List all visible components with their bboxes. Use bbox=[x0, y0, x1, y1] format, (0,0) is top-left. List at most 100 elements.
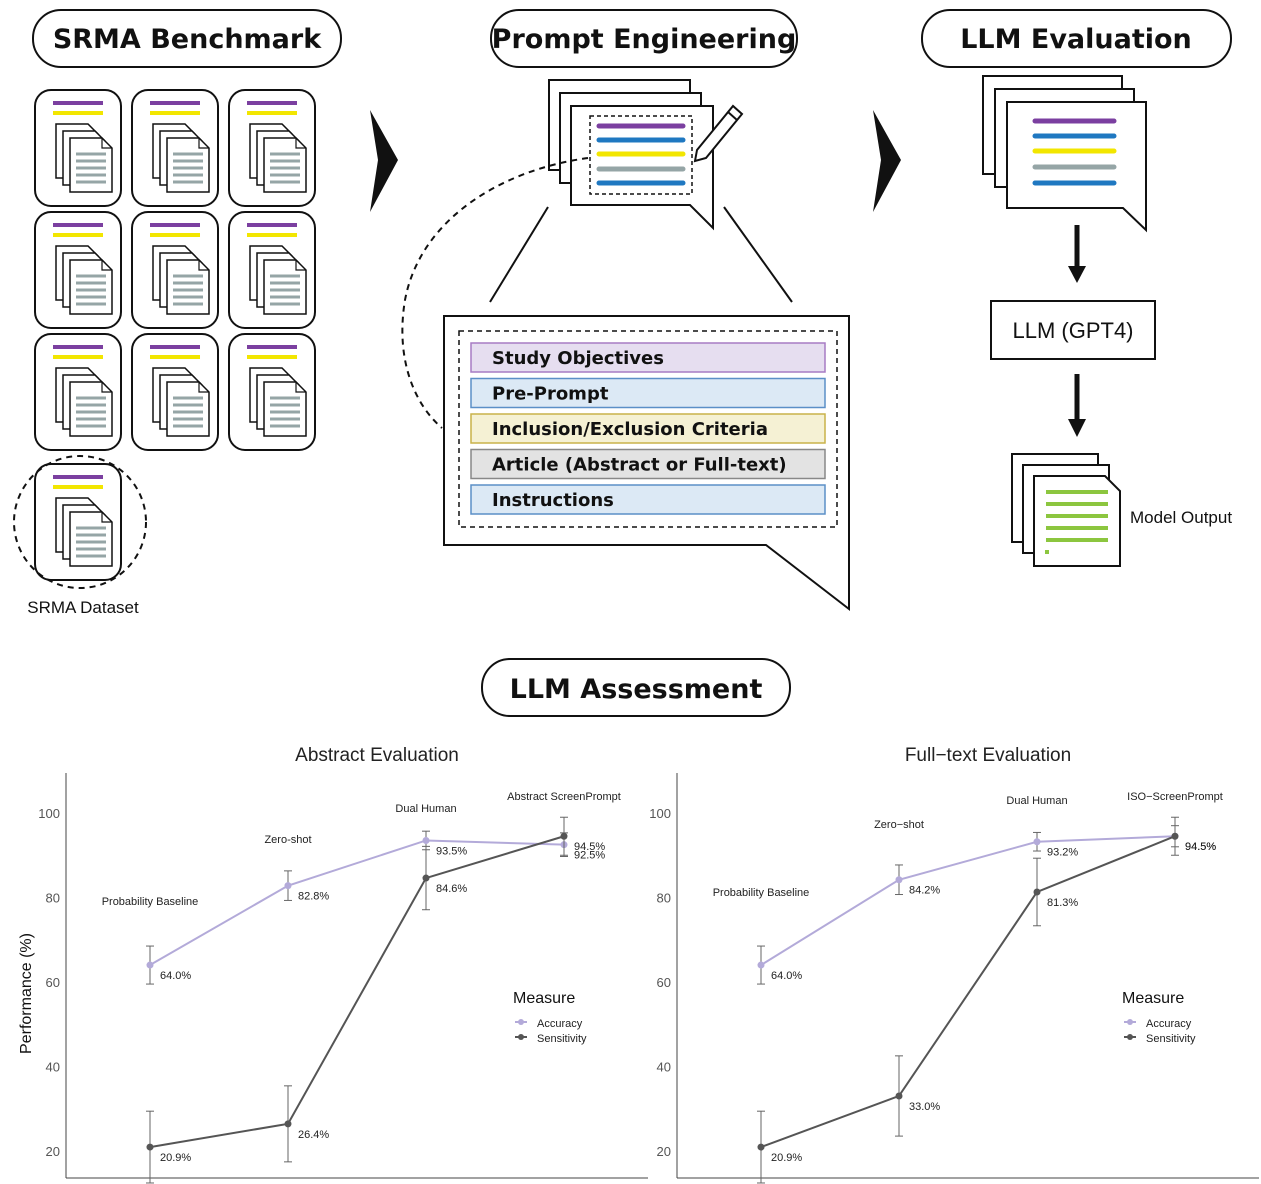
legend-marker bbox=[518, 1019, 524, 1025]
prompt-component: Instructions bbox=[470, 484, 826, 515]
data-point bbox=[284, 882, 292, 890]
prompt-components: Study ObjectivesPre-PromptInclusion/Excl… bbox=[470, 342, 826, 515]
document-card-icon bbox=[131, 333, 219, 451]
prompt-component-label: Pre-Prompt bbox=[492, 384, 609, 405]
prompt-engineering-pill: Prompt Engineering bbox=[490, 9, 798, 68]
legend-item: Accuracy bbox=[1146, 1018, 1192, 1030]
data-point bbox=[895, 876, 903, 884]
legend-marker bbox=[1127, 1034, 1133, 1040]
document-card-icon bbox=[228, 89, 316, 207]
chart-title: Full−text Evaluation bbox=[905, 745, 1071, 766]
down-arrow-1 bbox=[1068, 225, 1086, 283]
category-label: Probability Baseline bbox=[713, 887, 810, 899]
y-tick-label: 40 bbox=[46, 1059, 60, 1074]
legend-item: Sensitivity bbox=[1146, 1033, 1196, 1045]
prompt-stack-icon bbox=[548, 79, 714, 231]
down-arrow-2 bbox=[1068, 374, 1086, 437]
data-point bbox=[757, 1143, 765, 1151]
data-point bbox=[1171, 832, 1179, 840]
flow-chevron-2 bbox=[873, 110, 901, 212]
document-card-icon bbox=[228, 333, 316, 451]
document-card-icon bbox=[34, 211, 122, 329]
llm-evaluation-title: LLM Evaluation bbox=[960, 24, 1192, 55]
series-line bbox=[149, 839, 565, 966]
data-label: 93.5% bbox=[436, 845, 467, 857]
document-card-icon bbox=[34, 463, 122, 581]
legend-marker bbox=[518, 1034, 524, 1040]
data-label: 94.5% bbox=[1185, 841, 1216, 853]
prompt-component-label: Study Objectives bbox=[492, 348, 664, 369]
data-label: 94.5% bbox=[1185, 841, 1216, 853]
data-point bbox=[146, 961, 154, 969]
prompt-component: Study Objectives bbox=[470, 342, 826, 373]
data-label: 93.2% bbox=[1047, 847, 1078, 859]
y-tick-label: 100 bbox=[649, 806, 671, 821]
data-point bbox=[560, 832, 568, 840]
data-point bbox=[757, 961, 765, 969]
dataset-grid bbox=[34, 89, 316, 581]
y-tick-label: 60 bbox=[657, 975, 671, 990]
data-label: 20.9% bbox=[160, 1152, 191, 1164]
fulltext-evaluation-chart: Full−text Evaluation 20 40 60 80 100Probabili… bbox=[649, 745, 1259, 1184]
dataset-label: SRMA Dataset bbox=[27, 598, 139, 617]
category-label: Zero-shot bbox=[264, 834, 311, 846]
y-tick-label: 100 bbox=[38, 806, 60, 821]
pencil-icon bbox=[693, 104, 744, 163]
series-line bbox=[760, 835, 1176, 966]
data-label: 84.6% bbox=[436, 883, 467, 895]
evaluation-stack-icon bbox=[982, 75, 1147, 233]
legend-item: Accuracy bbox=[537, 1018, 583, 1030]
y-tick-label: 40 bbox=[657, 1059, 671, 1074]
dataset-highlight-circle bbox=[13, 455, 147, 589]
data-point bbox=[1033, 888, 1041, 896]
data-label: 33.0% bbox=[909, 1101, 940, 1113]
llm-model-box bbox=[990, 300, 1156, 360]
data-label: 84.2% bbox=[909, 885, 940, 897]
legend-title: Measure bbox=[513, 990, 575, 1007]
data-label: 81.3% bbox=[1047, 897, 1078, 909]
document-card-icon bbox=[34, 333, 122, 451]
y-tick-label: 80 bbox=[657, 890, 671, 905]
prompt-dashed-frame bbox=[458, 330, 838, 528]
llm-model-label: LLM (GPT4) bbox=[1012, 318, 1133, 343]
model-output-icon bbox=[1011, 453, 1121, 567]
document-card-icon bbox=[228, 211, 316, 329]
data-point bbox=[422, 836, 430, 844]
dashed-connector bbox=[401, 157, 589, 429]
data-label: 94.5% bbox=[574, 841, 605, 853]
series-line bbox=[149, 835, 565, 1149]
flow-chevron-1 bbox=[370, 110, 398, 212]
category-label: Dual Human bbox=[1006, 795, 1067, 807]
y-axis-label: Performance (%) bbox=[18, 933, 35, 1054]
category-label: Abstract ScreenPrompt bbox=[507, 791, 621, 803]
category-label: Zero−shot bbox=[874, 819, 924, 831]
data-label: 92.5% bbox=[574, 850, 605, 862]
data-point bbox=[895, 1092, 903, 1100]
category-label: Probability Baseline bbox=[102, 896, 199, 908]
legend-marker bbox=[1127, 1019, 1133, 1025]
llm-assessment-title: LLM Assessment bbox=[510, 674, 763, 705]
data-label: 26.4% bbox=[298, 1129, 329, 1141]
y-tick-label: 60 bbox=[46, 975, 60, 990]
document-card-icon bbox=[34, 89, 122, 207]
prompt-component: Article (Abstract or Full-text) bbox=[470, 448, 826, 480]
prompt-engineering-title: Prompt Engineering bbox=[492, 24, 797, 55]
category-label: ISO−ScreenPrompt bbox=[1127, 791, 1223, 803]
document-card-icon bbox=[131, 89, 219, 207]
data-label: 64.0% bbox=[771, 970, 802, 982]
legend-title: Measure bbox=[1122, 990, 1184, 1007]
prompt-component: Inclusion/Exclusion Criteria bbox=[470, 413, 826, 444]
srma-benchmark-title: SRMA Benchmark bbox=[53, 24, 322, 55]
prompt-component: Pre-Prompt bbox=[470, 377, 826, 409]
prompt-component-label: Inclusion/Exclusion Criteria bbox=[492, 419, 768, 440]
data-point bbox=[1033, 838, 1041, 846]
data-label: 82.8% bbox=[298, 891, 329, 903]
prompt-component-label: Article (Abstract or Full-text) bbox=[492, 455, 787, 476]
document-card-icon bbox=[131, 211, 219, 329]
y-tick-label: 80 bbox=[46, 890, 60, 905]
data-label: 20.9% bbox=[771, 1152, 802, 1164]
y-tick-label: 20 bbox=[657, 1144, 671, 1159]
data-point bbox=[422, 874, 430, 882]
